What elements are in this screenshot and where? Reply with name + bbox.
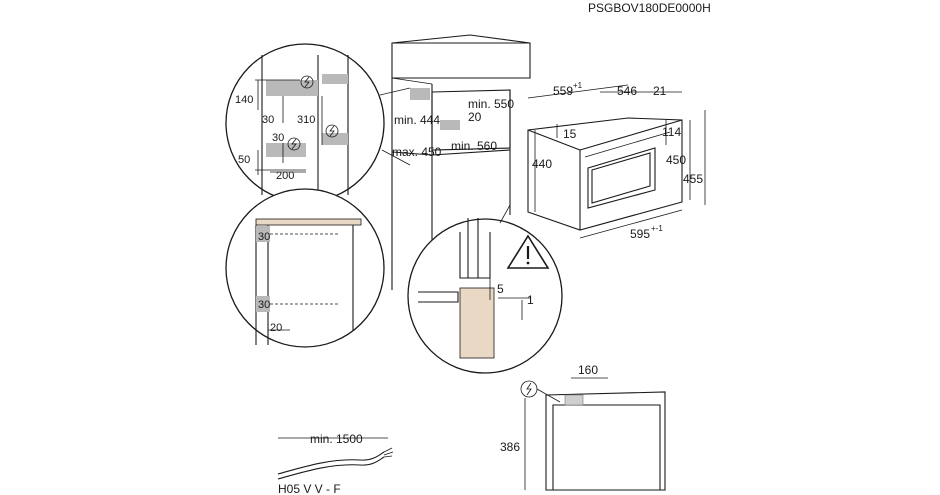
- dim-310: 310: [297, 114, 315, 126]
- cabinet-niche: min. 444 max. 450 min. 550 20 min. 560: [379, 34, 531, 290]
- side-view: 160 386: [500, 363, 666, 491]
- detail-dim-1: 1: [527, 293, 534, 307]
- dim-140: 140: [235, 94, 253, 106]
- oven-depth-559: 559: [553, 84, 573, 98]
- detail-dim-5: 5: [497, 282, 504, 296]
- oven-front-21: 21: [653, 84, 667, 98]
- cable-length-label: min. 1500: [310, 432, 363, 446]
- oven-width-595: 595: [630, 227, 650, 241]
- dim-30-bottom: 30: [258, 299, 270, 311]
- cable-spec: min. 1500 H05 V V - F: [277, 432, 394, 495]
- warning-triangle-icon: [506, 234, 550, 269]
- detail-circle-bottom: 5 1: [407, 204, 563, 374]
- oven-body-546: 546: [617, 84, 637, 98]
- oven-unit: 559 +1 546 21 15 440 114 450 455 595 +-1: [527, 81, 706, 241]
- cable-type-label: H05 V V - F: [278, 482, 341, 495]
- oven-h-440: 440: [532, 157, 552, 171]
- detail-circle-mid-left: 30 30 20: [225, 188, 385, 348]
- electrical-connection-icon: [287, 137, 301, 151]
- oven-h-450: 450: [666, 153, 686, 167]
- oven-top-15: 15: [563, 127, 577, 141]
- oven-width-595-tol: +-1: [651, 224, 663, 233]
- model-code: PSGBOV180DE0000H: [588, 1, 711, 15]
- dim-30-upper: 30: [262, 114, 274, 126]
- oven-h-114: 114: [662, 125, 681, 139]
- oven-depth-559-tol: +1: [573, 81, 583, 90]
- dim-20: 20: [270, 322, 282, 334]
- dim-30-lower: 30: [272, 132, 284, 144]
- niche-min-550: min. 550: [468, 97, 514, 111]
- side-dim-386: 386: [500, 440, 520, 454]
- electrical-connection-icon: [520, 380, 538, 398]
- niche-min-560: min. 560: [451, 139, 497, 153]
- niche-min-444: min. 444: [394, 113, 440, 127]
- electrical-connection-icon: [300, 75, 314, 89]
- side-dim-160: 160: [578, 363, 598, 377]
- dim-200: 200: [276, 170, 294, 182]
- dim-50: 50: [238, 154, 250, 166]
- dim-30-top: 30: [258, 231, 270, 243]
- oven-h-455: 455: [683, 172, 703, 186]
- niche-gap-20: 20: [468, 110, 482, 124]
- niche-max-450: max. 450: [392, 145, 442, 159]
- detail-circle-top-left: 140 30 310 30 50 200: [225, 43, 385, 203]
- electrical-connection-icon: [325, 124, 339, 138]
